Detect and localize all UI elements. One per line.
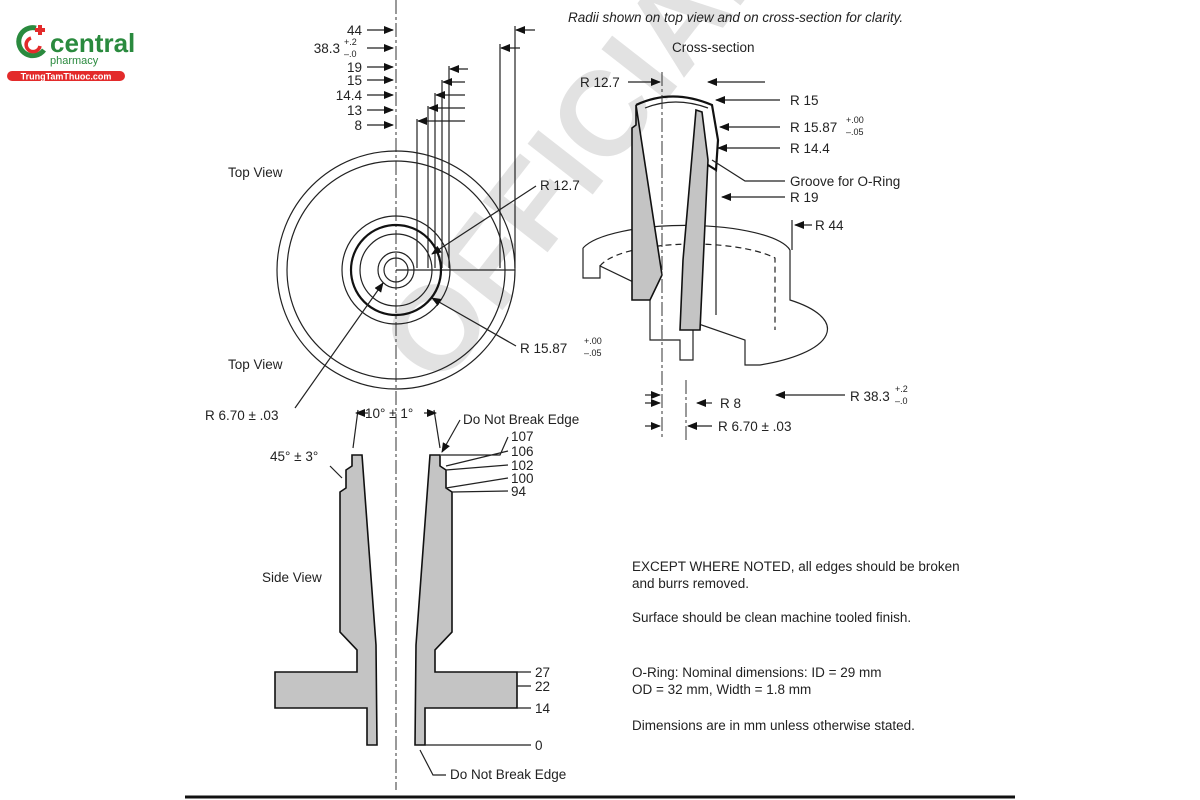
svg-text:R 12.7: R 12.7 [580,75,620,90]
svg-text:22: 22 [535,679,550,694]
svg-text:0: 0 [535,738,543,753]
svg-text:R 6.70 ± .03: R 6.70 ± .03 [205,408,278,423]
svg-text:27: 27 [535,665,550,680]
svg-text:45° ± 3°: 45° ± 3° [270,449,318,464]
svg-text:38.3: 38.3 [314,41,340,56]
svg-text:–.0: –.0 [895,396,908,406]
svg-text:Dimensions are in mm unless ot: Dimensions are in mm unless otherwise st… [632,718,915,733]
svg-text:R 38.3: R 38.3 [850,389,890,404]
svg-text:O-Ring: Nominal dimensions: ID: O-Ring: Nominal dimensions: ID = 29 mm [632,665,881,680]
svg-text:Top View: Top View [228,357,283,372]
svg-text:R 15.87: R 15.87 [520,341,567,356]
svg-text:106: 106 [511,444,534,459]
svg-text:+.00: +.00 [846,115,864,125]
svg-text:14: 14 [535,701,551,716]
svg-text:107: 107 [511,429,534,444]
note-top: Radii shown on top view and on cross-sec… [568,10,903,25]
svg-text:R 19: R 19 [790,190,819,205]
svg-text:R 12.7: R 12.7 [540,178,580,193]
logo-sub: pharmacy [50,55,99,67]
svg-text:+.2: +.2 [344,37,357,47]
svg-text:+.2: +.2 [895,384,908,394]
left-dimensions: 44 38.3 +.2 –.0 19 15 14.4 13 8 [314,23,535,271]
svg-text:100: 100 [511,471,534,486]
cross-section: Cross-section R 12.7 R 15 R 15.87 +.00 –… [580,40,908,440]
side-view: 10° ± 1° Do Not Break Edge 45° ± 3° 107 … [262,406,579,782]
top-view: Top View Top View R 12.7 R 15.87 +.00 –.… [205,150,602,423]
svg-text:EXCEPT WHERE NOTED, all edges: EXCEPT WHERE NOTED, all edges should be … [632,559,960,574]
svg-text:R 15: R 15 [790,93,819,108]
svg-text:Top View: Top View [228,165,283,180]
logo: central pharmacy TrungTamThuoc.com [7,25,135,82]
svg-text:10° ± 1°: 10° ± 1° [365,406,413,421]
watermark: OFFICIAL [355,0,801,406]
svg-text:19: 19 [347,60,362,75]
svg-text:Do Not Break Edge: Do Not Break Edge [450,767,566,782]
svg-text:102: 102 [511,458,534,473]
svg-text:–.05: –.05 [846,127,864,137]
svg-text:+.00: +.00 [584,336,602,346]
svg-text:R 6.70 ± .03: R 6.70 ± .03 [718,419,791,434]
svg-text:R 44: R 44 [815,218,844,233]
svg-text:R 15.87: R 15.87 [790,120,837,135]
logo-mark-icon [16,25,47,59]
svg-text:14.4: 14.4 [336,88,363,103]
svg-text:Do Not Break Edge: Do Not Break Edge [463,412,579,427]
logo-url: TrungTamThuoc.com [21,72,112,82]
svg-text:44: 44 [347,23,363,38]
svg-text:Cross-section: Cross-section [672,40,755,55]
svg-text:Groove for O-Ring: Groove for O-Ring [790,174,900,189]
svg-text:94: 94 [511,484,527,499]
svg-text:Side View: Side View [262,570,322,585]
svg-text:15: 15 [347,73,362,88]
svg-text:Surface should be clean machin: Surface should be clean machine tooled f… [632,610,911,625]
svg-text:13: 13 [347,103,362,118]
svg-text:–.05: –.05 [584,348,602,358]
svg-text:OD = 32 mm, Width = 1.8 mm: OD = 32 mm, Width = 1.8 mm [632,682,811,697]
svg-text:and burrs removed.: and burrs removed. [632,576,749,591]
logo-brand: central [50,28,135,58]
svg-text:R 8: R 8 [720,396,741,411]
svg-text:R 14.4: R 14.4 [790,141,830,156]
svg-text:–.0: –.0 [344,49,357,59]
notes: EXCEPT WHERE NOTED, all edges should be … [632,559,960,733]
svg-text:8: 8 [354,118,362,133]
